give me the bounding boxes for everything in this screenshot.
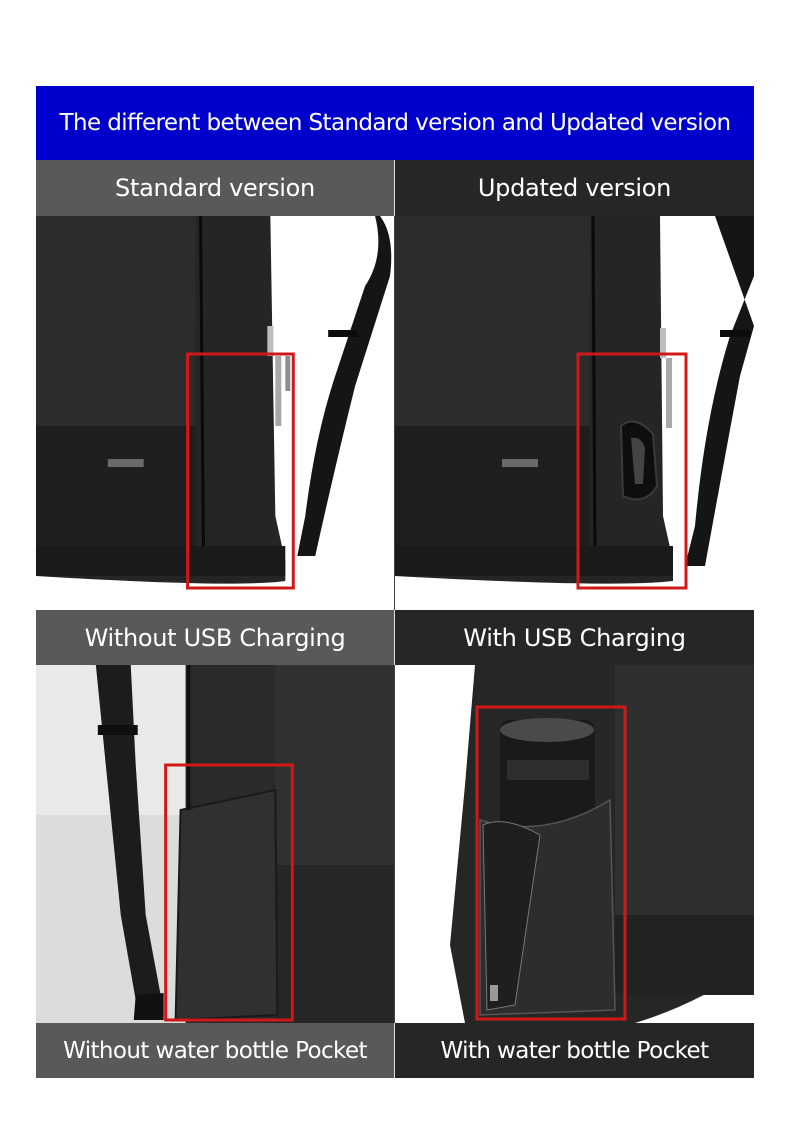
- backpack-without-usb-photo: [36, 216, 395, 610]
- backpack-side-image: [36, 216, 394, 610]
- updated-version-header: Updated version: [395, 160, 754, 216]
- backpack-with-usb-photo: [395, 216, 754, 610]
- backpack-without-bottle-pocket-photo: [36, 665, 395, 1023]
- backpack-with-bottle-pocket-photo: [395, 665, 754, 1023]
- bottle-label-row: Without water bottle Pocket With water b…: [36, 1023, 754, 1078]
- backpack-side-image: [395, 216, 754, 610]
- without-usb-label: Without USB Charging: [36, 610, 395, 665]
- bottle-photo-row: [36, 665, 754, 1023]
- usb-label-row: Without USB Charging With USB Charging: [36, 610, 754, 665]
- comparison-title: The different between Standard version a…: [36, 86, 754, 160]
- usb-photo-row: [36, 216, 754, 610]
- backpack-side-image: [395, 665, 754, 1023]
- with-usb-label: With USB Charging: [395, 610, 754, 665]
- without-bottle-pocket-label: Without water bottle Pocket: [36, 1023, 395, 1078]
- comparison-sheet: The different between Standard version a…: [36, 86, 754, 1078]
- backpack-side-image: [36, 665, 394, 1023]
- column-header-row: Standard version Updated version: [36, 160, 754, 216]
- with-bottle-pocket-label: With water bottle Pocket: [395, 1023, 754, 1078]
- standard-version-header: Standard version: [36, 160, 395, 216]
